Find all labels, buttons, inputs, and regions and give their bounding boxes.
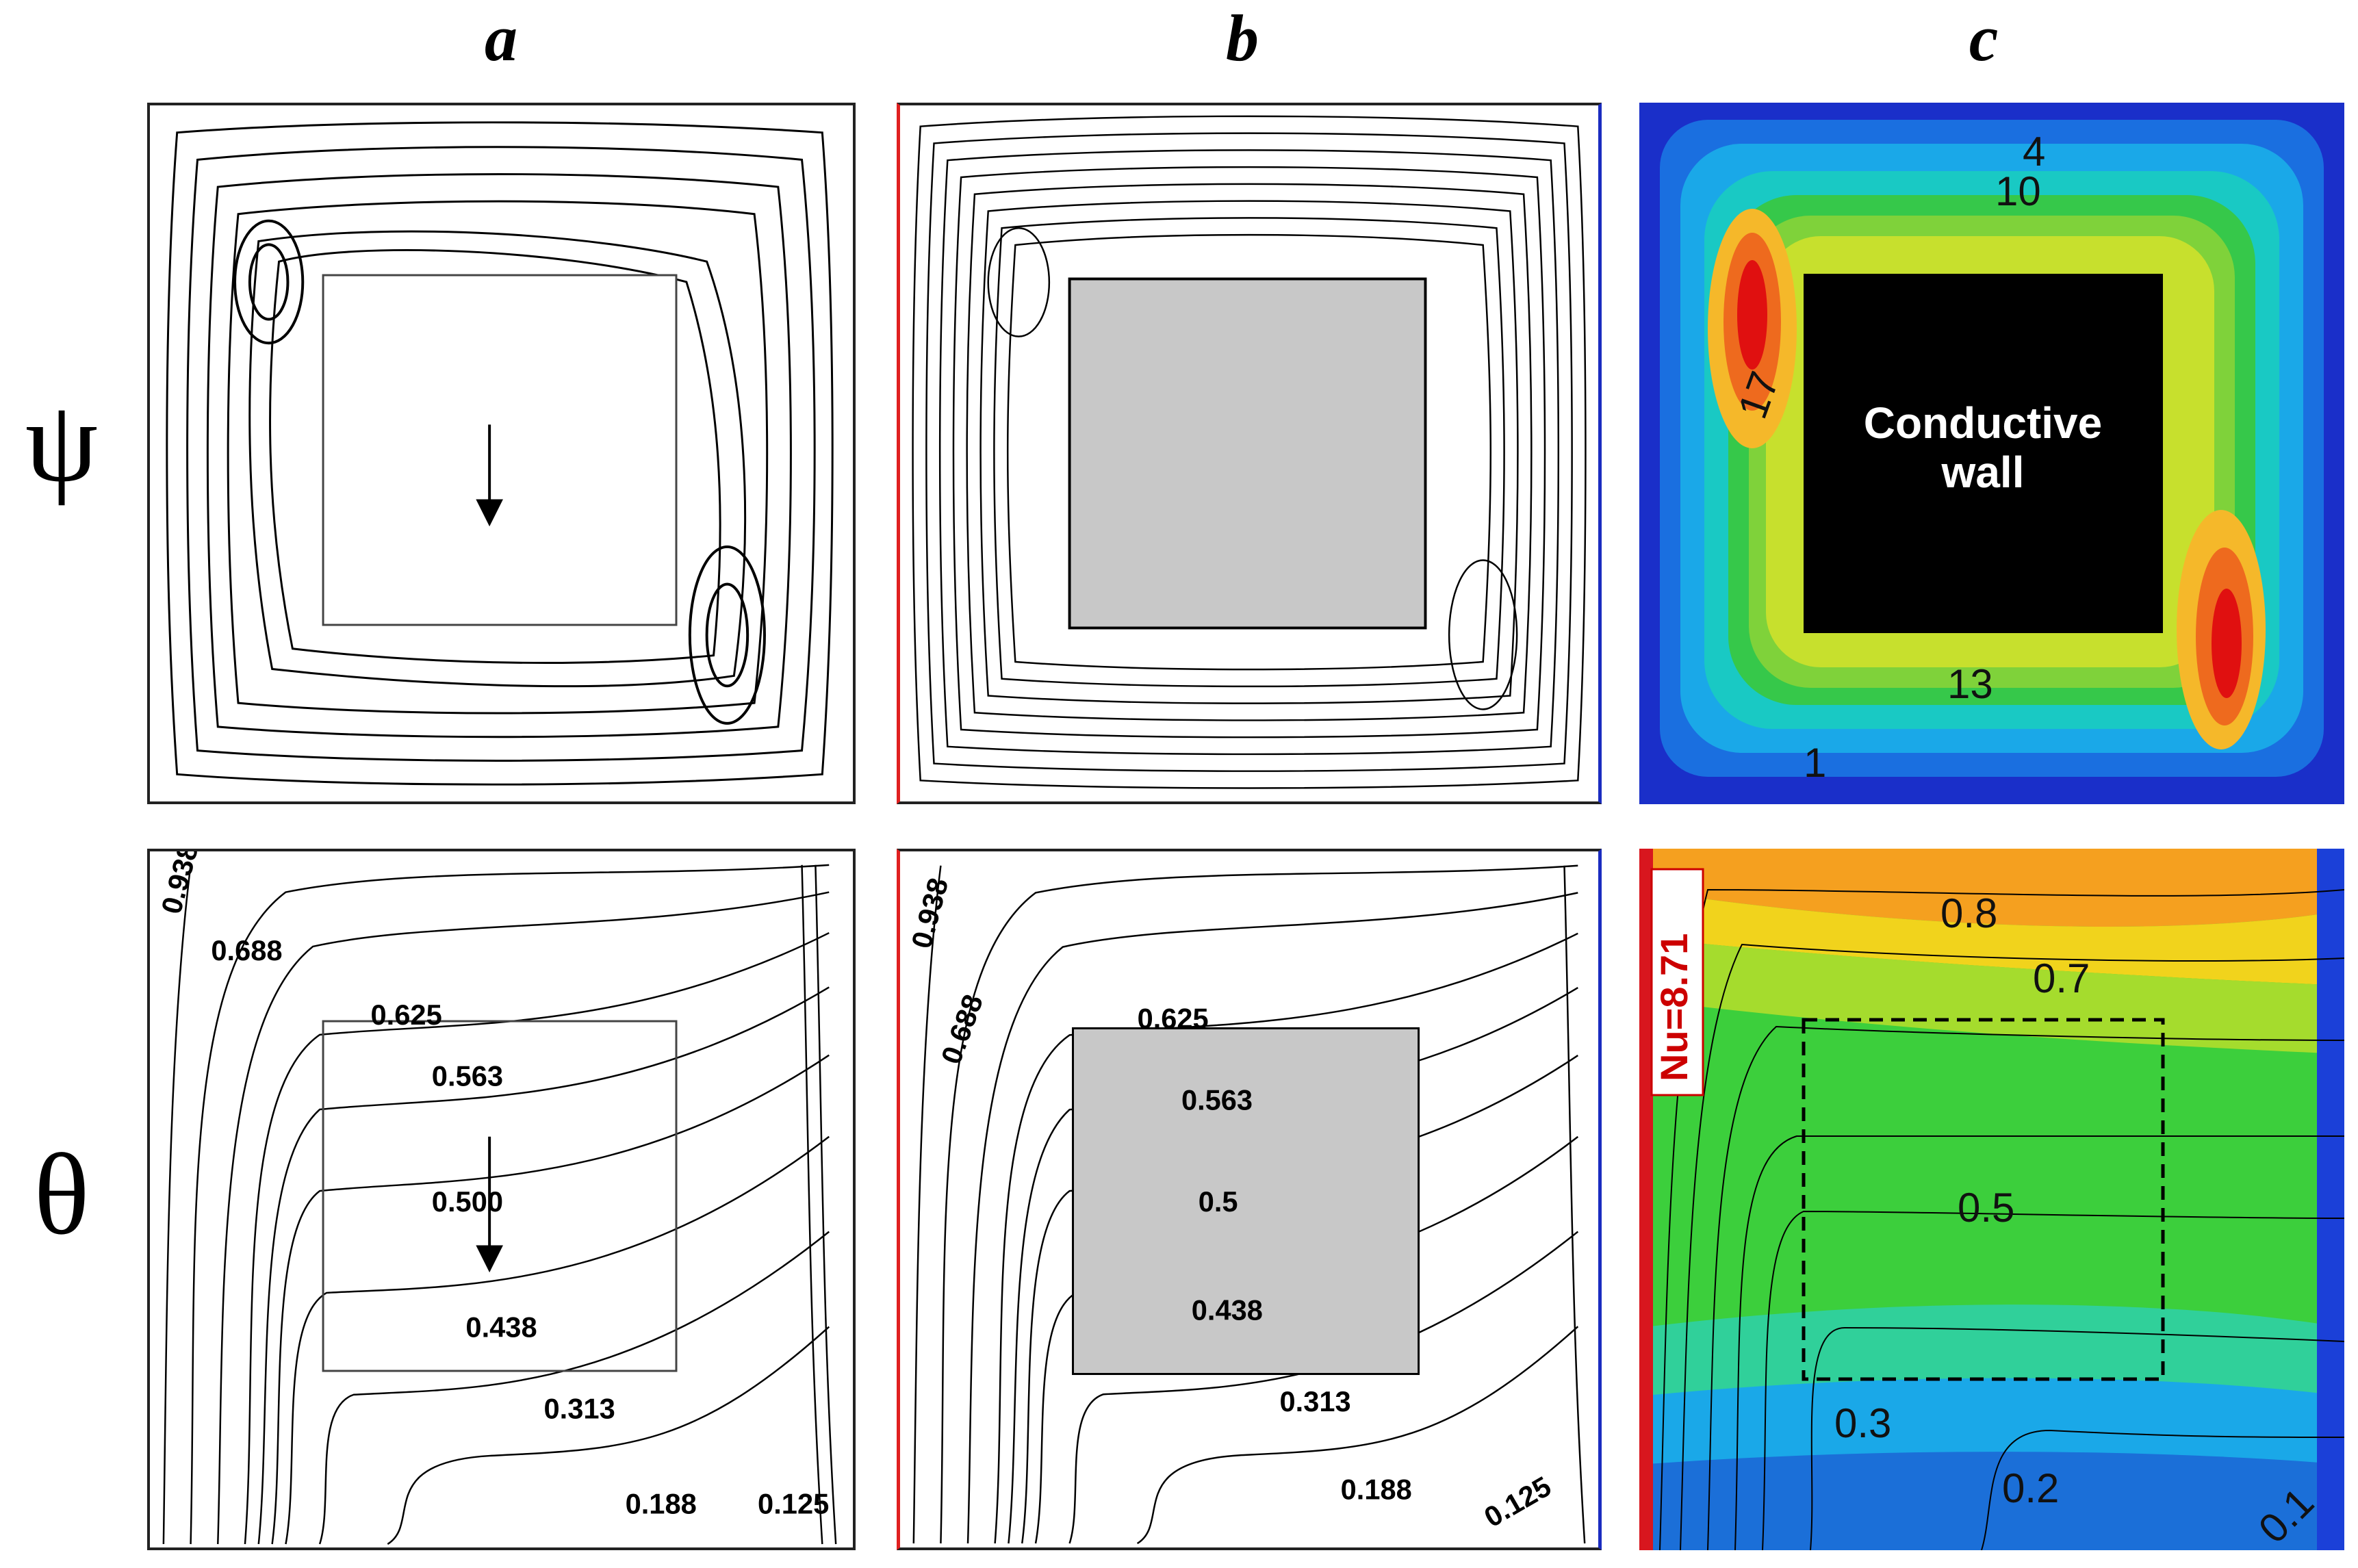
- panel-a-streamlines: [147, 103, 856, 804]
- isotherm-label: 0.8: [1940, 890, 1997, 936]
- contour-label: 1: [1804, 740, 1826, 786]
- column-label-c: c: [1969, 1, 1999, 75]
- isotherm-label: 0.625: [371, 999, 442, 1031]
- panel-b-streamlines: [897, 103, 1602, 804]
- contour-label: 13: [1947, 661, 1993, 707]
- inner-block-outline: [322, 1020, 678, 1372]
- isotherm-label: 0.938: [155, 851, 204, 917]
- panel-a-isotherms: 0.938 0.688 0.625 0.563 0.500 0.438 0.31…: [147, 849, 856, 1550]
- isotherm-label: 0.2: [2002, 1465, 2059, 1511]
- panel-b-isotherms: 0.938 0.688 0.625 0.563 0.5 0.438 0.313 …: [897, 849, 1602, 1550]
- isotherm-label: 0.5: [1199, 1185, 1238, 1218]
- isotherm-label: 0.563: [1181, 1083, 1253, 1116]
- column-label-a: a: [485, 1, 517, 75]
- isotherm-label: 0.938: [905, 875, 954, 952]
- panel-c-contour: Conductive wall 4 10 17 13 1: [1639, 103, 2344, 804]
- isotherm-label: 0.563: [432, 1059, 503, 1092]
- isotherms-svg-b: 0.938 0.688 0.625 0.563 0.5 0.438 0.313 …: [905, 864, 1586, 1545]
- contour-svg-c: Conductive wall 4 10 17 13 1: [1639, 103, 2344, 804]
- isotherm-label: 0.688: [211, 934, 282, 966]
- isotherm-label: 0.125: [758, 1487, 829, 1519]
- panel-c-isotherms: Nu=8.71 0.8 0.7 0.5 0.3 0.2 0.1: [1639, 849, 2344, 1550]
- isotherm-label: 0.188: [626, 1487, 697, 1519]
- inner-block-b-theta: [1072, 1027, 1420, 1375]
- isotherm-label: 0.438: [1192, 1294, 1263, 1326]
- inner-block-dashed-outline: [1802, 1018, 2165, 1381]
- isotherm-label: 0.625: [1138, 1002, 1209, 1034]
- contour-label: 10: [1995, 168, 2041, 214]
- inner-block-b: [1068, 277, 1427, 630]
- isotherm-label: 0.5: [1958, 1185, 2014, 1231]
- isotherm-label: 0.125: [1478, 1470, 1556, 1534]
- isotherm-label: 0.188: [1341, 1474, 1412, 1506]
- isotherms-svg-c: Nu=8.71 0.8 0.7 0.5 0.3 0.2 0.1: [1639, 849, 2344, 1550]
- isotherm-label: 0.313: [1280, 1385, 1351, 1417]
- conductive-wall-block: [1804, 274, 2163, 633]
- nu-label-box: [1650, 868, 1704, 1096]
- contour-label: 4: [2023, 129, 2045, 175]
- block-label-line1: Conductive: [1864, 398, 2102, 448]
- isotherm-label: 0.438: [465, 1311, 537, 1343]
- isotherm-label: 0.313: [544, 1392, 615, 1424]
- column-label-b: b: [1226, 1, 1259, 75]
- isotherm-label: 0.500: [432, 1185, 503, 1218]
- block-label-line2: wall: [1941, 448, 2025, 497]
- streamlines-svg: [166, 121, 834, 786]
- isotherm-label: 0.3: [1834, 1400, 1891, 1446]
- isotherms-svg-a: 0.938 0.688 0.625 0.563 0.500 0.438 0.31…: [155, 851, 837, 1545]
- nu-value: Nu=8.71: [1652, 934, 1695, 1081]
- inner-block: [322, 274, 678, 626]
- streamlines-svg-b: [912, 115, 1587, 789]
- row-label-psi: ψ: [25, 377, 99, 506]
- row-label-theta: θ: [34, 1130, 90, 1259]
- isotherm-label: 0.688: [934, 990, 989, 1068]
- isotherm-label: 0.7: [2033, 955, 2090, 1001]
